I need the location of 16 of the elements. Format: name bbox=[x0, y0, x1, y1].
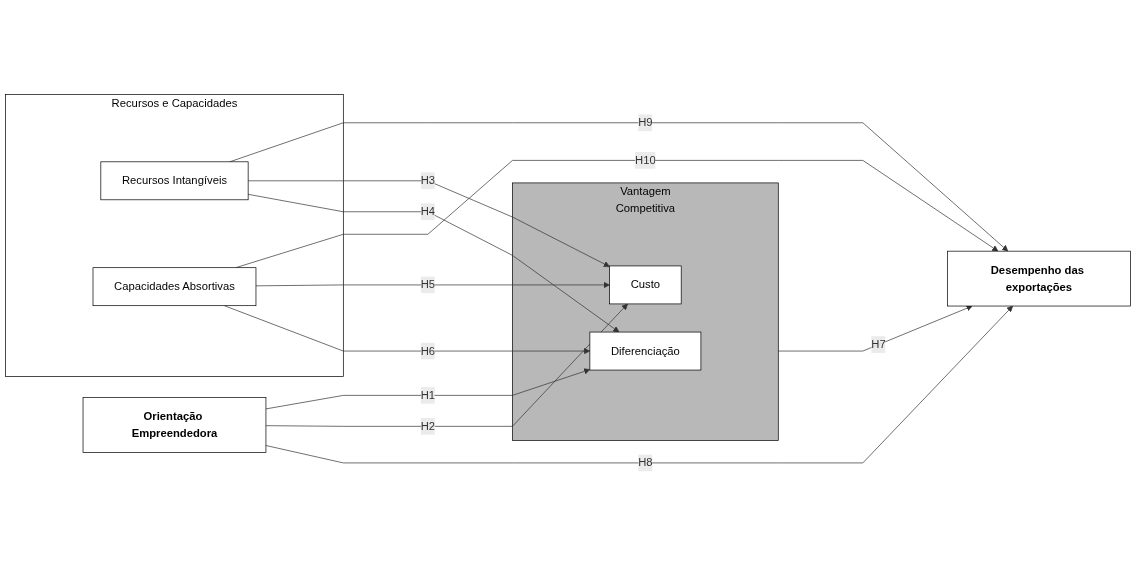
node-box: Orientação Empreendedora bbox=[82, 396, 267, 453]
node-box: Diferenciação bbox=[589, 331, 702, 370]
edge-label: H2 bbox=[420, 419, 436, 432]
edge-label: H6 bbox=[420, 344, 436, 357]
node-box: Capacidades Absortivas bbox=[92, 266, 257, 306]
edge-label: H7 bbox=[871, 337, 886, 350]
edge-label: H4 bbox=[420, 204, 436, 217]
edge-label: H3 bbox=[420, 173, 436, 186]
node-box: Custo bbox=[609, 265, 682, 304]
edge-label: H5 bbox=[420, 278, 436, 291]
edge-label: H9 bbox=[638, 115, 653, 128]
edge-label: H1 bbox=[420, 388, 436, 401]
node-box: Recursos Intangíveis bbox=[100, 160, 249, 200]
edge-label: H10 bbox=[635, 153, 656, 166]
node-box: Desempenho das exportações bbox=[947, 250, 1131, 306]
edge-label: H8 bbox=[638, 456, 653, 469]
